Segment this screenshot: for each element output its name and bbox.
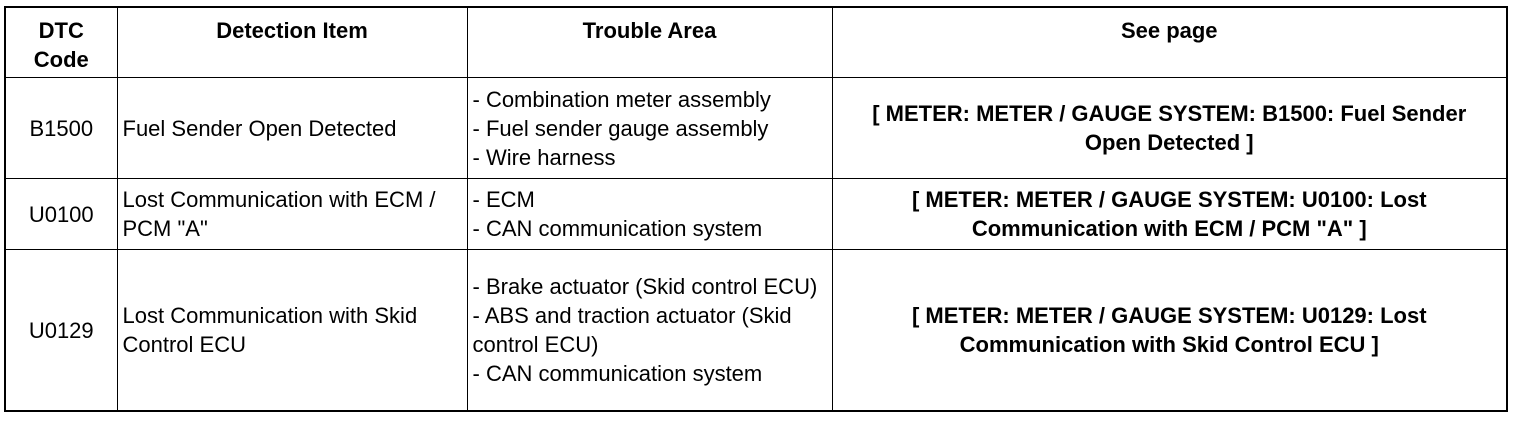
detection-item-cell: Lost Communication with ECM / PCM "A": [116, 178, 468, 250]
trouble-area-cell: - Combination meter assembly - Fuel send…: [466, 77, 833, 179]
header-trouble-area: Trouble Area: [466, 6, 833, 78]
trouble-area-cell: - ECM - CAN communication system: [466, 178, 833, 250]
trouble-area-line: - Wire harness: [472, 144, 616, 170]
header-see-page: See page: [831, 6, 1508, 78]
table-row: B1500 Fuel Sender Open Detected - Combin…: [4, 77, 1508, 179]
trouble-area-line: - CAN communication system: [472, 216, 763, 241]
detection-item-cell: Lost Communication with Skid Control ECU: [116, 249, 468, 412]
dtc-code-cell: U0100: [4, 178, 118, 250]
see-page-link[interactable]: [ METER: METER / GAUGE SYSTEM: U0100: Lo…: [831, 178, 1508, 250]
trouble-area-line: - ECM: [472, 187, 535, 212]
table-row: U0100 Lost Communication with ECM / PCM …: [4, 178, 1508, 250]
trouble-area-line: - CAN communication system: [472, 361, 763, 386]
header-row: DTC Code Detection Item Trouble Area See…: [4, 6, 1508, 78]
header-dtc-code-line2: Code: [33, 47, 89, 72]
dtc-code-cell: U0129: [4, 249, 118, 412]
dtc-table-container: DTC Code Detection Item Trouble Area See…: [4, 6, 1508, 412]
header-dtc-code: DTC Code: [4, 6, 118, 78]
table-row: U0129 Lost Communication with Skid Contr…: [4, 249, 1508, 412]
trouble-area-line: - Combination meter assembly: [472, 86, 771, 112]
see-page-link[interactable]: [ METER: METER / GAUGE SYSTEM: B1500: Fu…: [831, 77, 1508, 179]
trouble-area-line: - Fuel sender gauge assembly: [472, 115, 769, 141]
dtc-code-cell: B1500: [4, 77, 118, 179]
trouble-area-cell: - Brake actuator (Skid control ECU) - AB…: [466, 249, 833, 412]
see-page-link[interactable]: [ METER: METER / GAUGE SYSTEM: U0129: Lo…: [831, 249, 1508, 412]
header-detection-item: Detection Item: [116, 6, 468, 78]
trouble-area-line: - Brake actuator (Skid control ECU): [472, 274, 818, 299]
detection-item-cell: Fuel Sender Open Detected: [116, 77, 468, 179]
header-dtc-code-line1: DTC: [38, 18, 84, 43]
trouble-area-line: - ABS and traction actuator (Skid contro…: [472, 303, 792, 357]
dtc-table: DTC Code Detection Item Trouble Area See…: [4, 6, 1508, 412]
